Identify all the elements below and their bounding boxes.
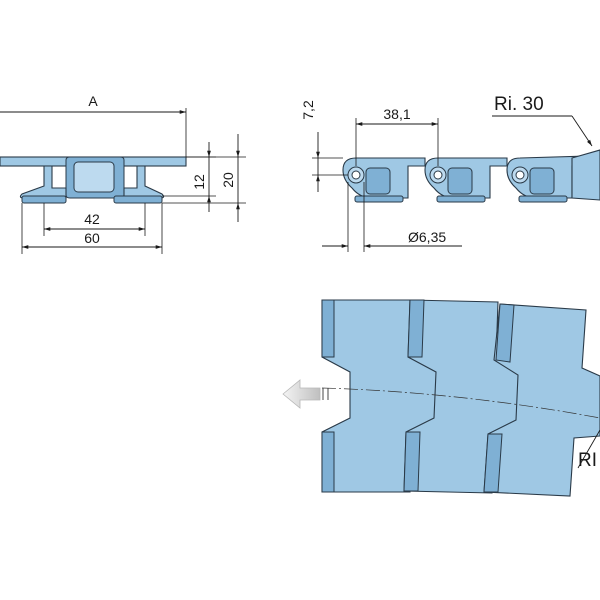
diameter-symbol: Ø [408, 229, 419, 245]
chain-link-3 [506, 149, 600, 201]
pin-hole-3 [515, 170, 525, 180]
side-left-foot [19, 165, 67, 199]
pin-hole-1 [351, 170, 361, 180]
pin-hole-2 [433, 170, 443, 180]
side-right-foot [123, 165, 165, 199]
chain-link-1 [342, 157, 426, 199]
side-view: A 42 60 12 20 [0, 93, 246, 254]
dim-pin-diameter-label: Ø6,35 [408, 229, 446, 245]
top-radius-label: RI [578, 450, 597, 471]
top-plate-3 [483, 303, 600, 497]
dim-width-label: A [88, 93, 98, 109]
top-view: RI [282, 299, 600, 497]
side-right-foot-base [113, 195, 163, 204]
dim-pitch-label: 38,1 [383, 106, 410, 122]
front-view: 7,2 38,1 Ri. 30 Ø6,35 [300, 94, 600, 252]
dim-20-label: 20 [220, 172, 236, 188]
side-left-foot-base [21, 195, 67, 204]
dim-12-label: 12 [191, 174, 207, 190]
dim-60-label: 60 [84, 230, 100, 246]
chain-link-2 [424, 157, 508, 199]
travel-direction-arrow [282, 379, 321, 409]
chain-centerline [321, 387, 600, 419]
diameter-value: 6,35 [419, 229, 446, 245]
dim-radius-label: Ri. 30 [494, 94, 544, 115]
dim-42-label: 42 [84, 211, 100, 227]
side-hinge-highlight [73, 161, 115, 193]
dim-thickness-label: 7,2 [300, 100, 316, 120]
